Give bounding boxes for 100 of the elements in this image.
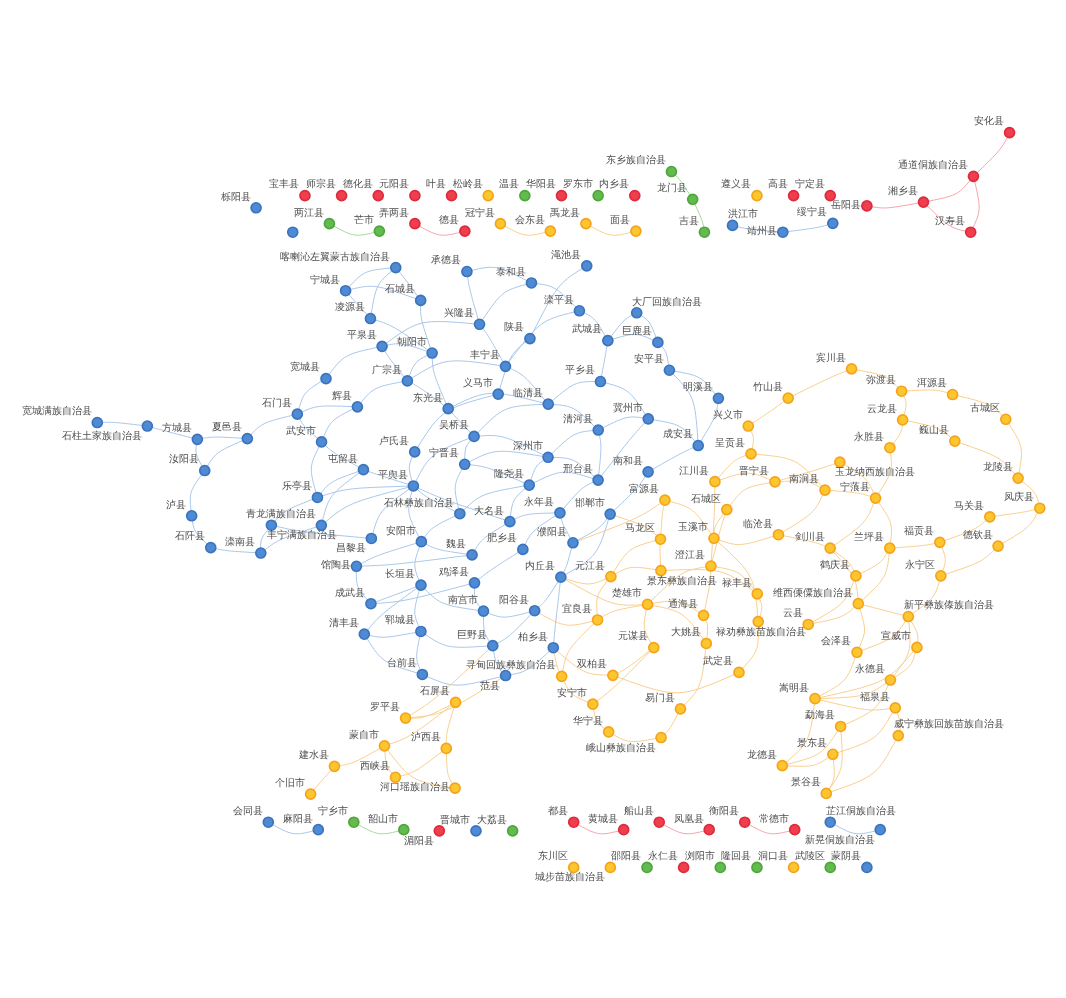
connector	[613, 474, 646, 510]
connector	[321, 484, 409, 496]
connector	[944, 518, 987, 541]
connector	[664, 712, 679, 734]
node-circle	[752, 614, 765, 627]
connector	[787, 223, 829, 232]
connector	[893, 620, 911, 676]
connector	[415, 436, 470, 481]
connector	[758, 597, 763, 617]
node-circle	[895, 384, 908, 397]
node-circle	[528, 603, 541, 616]
connector	[538, 611, 594, 625]
node-circle	[265, 518, 278, 531]
connector	[367, 586, 418, 630]
node-circle	[703, 822, 716, 835]
node-circle	[733, 665, 745, 678]
node-circle	[567, 860, 580, 873]
node-circle	[433, 823, 446, 836]
connector	[589, 224, 632, 235]
connector	[828, 730, 843, 789]
node-circle	[628, 188, 641, 201]
connector	[524, 514, 556, 545]
node-circle	[555, 570, 567, 583]
connector	[215, 547, 257, 553]
node-circle	[712, 391, 725, 404]
node-circle	[542, 397, 555, 409]
connector	[785, 702, 815, 762]
node-circle	[426, 346, 438, 358]
node-circle	[698, 225, 711, 238]
connector	[408, 353, 428, 376]
connector	[894, 541, 936, 548]
node-circle	[473, 317, 486, 330]
connector	[350, 284, 417, 299]
connector	[426, 675, 502, 685]
connector	[414, 588, 420, 627]
connector	[387, 748, 451, 787]
node-circle	[787, 188, 800, 201]
connector	[577, 501, 661, 541]
connector	[834, 823, 876, 834]
connector	[328, 345, 378, 375]
connector	[615, 565, 657, 574]
node-circle	[630, 224, 642, 236]
connector	[903, 394, 907, 415]
node-circle	[686, 192, 699, 205]
connector	[477, 550, 520, 580]
node-circle	[312, 822, 325, 835]
connector	[508, 310, 576, 362]
connector	[338, 747, 381, 766]
node-circle	[587, 697, 599, 709]
connector	[711, 513, 726, 561]
node-circle	[787, 860, 800, 873]
node-circle	[304, 787, 317, 799]
node-circle	[883, 541, 896, 553]
connector	[683, 647, 707, 705]
node-circle	[652, 335, 664, 348]
node-circle	[802, 617, 815, 630]
connector	[553, 580, 561, 642]
connector	[719, 471, 771, 480]
node-circle	[861, 860, 873, 873]
node-circle	[499, 359, 512, 372]
connector	[563, 679, 589, 702]
connector	[531, 267, 583, 334]
connector	[298, 379, 323, 409]
connector	[385, 320, 475, 343]
node-circle	[964, 225, 977, 238]
connector	[368, 630, 417, 637]
node-circle	[869, 491, 882, 503]
node-circle	[889, 701, 902, 713]
node-circle	[191, 432, 204, 445]
node-circle	[358, 627, 371, 640]
connector	[195, 443, 203, 466]
connector	[416, 393, 494, 448]
node-circle	[642, 465, 654, 477]
connector	[468, 449, 544, 462]
node-circle	[892, 728, 905, 741]
connector	[844, 683, 889, 724]
connector	[301, 404, 353, 412]
connector	[663, 823, 705, 834]
node-circle	[911, 640, 923, 653]
node-circle	[602, 333, 614, 346]
node-circle	[506, 823, 519, 836]
connector	[366, 637, 418, 673]
connector	[386, 342, 428, 351]
connector	[409, 647, 490, 715]
connector	[786, 729, 839, 764]
connector	[583, 311, 606, 336]
connector	[191, 519, 208, 544]
connector	[819, 649, 914, 698]
connector	[617, 673, 735, 693]
connector	[715, 565, 755, 590]
node-circle	[824, 541, 836, 553]
node-circle	[604, 507, 616, 519]
node-circle	[477, 604, 490, 616]
connector	[729, 481, 771, 505]
connector	[562, 480, 594, 509]
connector	[694, 202, 705, 227]
connector	[596, 650, 651, 701]
connector	[445, 705, 455, 743]
connector	[652, 446, 695, 469]
node-circle	[486, 638, 499, 651]
